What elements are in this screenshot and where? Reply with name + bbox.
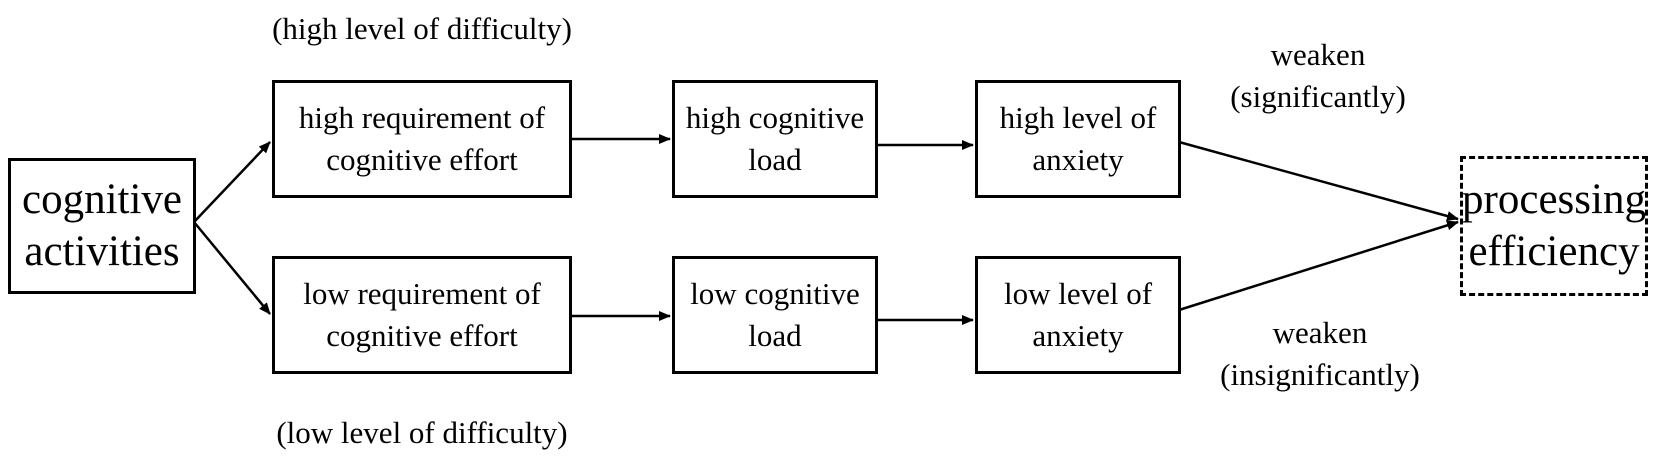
arrow-high-anxiety-to-efficiency: [1178, 140, 1459, 221]
node-cognitive-activities-label: cognitive activities: [21, 176, 182, 275]
arrow-low-anxiety-to-efficiency: [1178, 220, 1459, 312]
node-high-anxiety: high level of anxiety: [975, 80, 1181, 198]
difficulty-low-label: (low level of difficulty): [276, 415, 568, 450]
node-low-effort-label: low requirement of cognitive effort: [303, 276, 541, 353]
difficulty-high-label: (high level of difficulty): [272, 11, 572, 46]
node-high-load: high cognitive load: [672, 80, 878, 198]
edge-label-significant: weaken (significantly): [1230, 37, 1406, 114]
node-low-anxiety-label: low level of anxiety: [1003, 276, 1153, 353]
arrow-activities-to-high-effort: [193, 141, 271, 223]
node-high-effort-label: high requirement of cognitive effort: [298, 100, 546, 177]
node-high-effort: high requirement of cognitive effort: [272, 80, 572, 198]
node-high-anxiety-label: high level of anxiety: [999, 100, 1157, 177]
node-processing-efficiency: processing efficiency: [1460, 156, 1648, 296]
edge-label-insignificant: weaken (insignificantly): [1220, 315, 1420, 392]
node-processing-efficiency-label: processing efficiency: [1462, 176, 1646, 275]
node-cognitive-activities: cognitive activities: [8, 158, 196, 294]
node-low-load: low cognitive load: [672, 256, 878, 374]
node-low-effort: low requirement of cognitive effort: [272, 256, 572, 374]
node-high-load-label: high cognitive load: [685, 100, 865, 177]
node-low-anxiety: low level of anxiety: [975, 256, 1181, 374]
node-low-load-label: low cognitive load: [690, 276, 860, 353]
arrow-activities-to-low-effort: [193, 221, 271, 315]
